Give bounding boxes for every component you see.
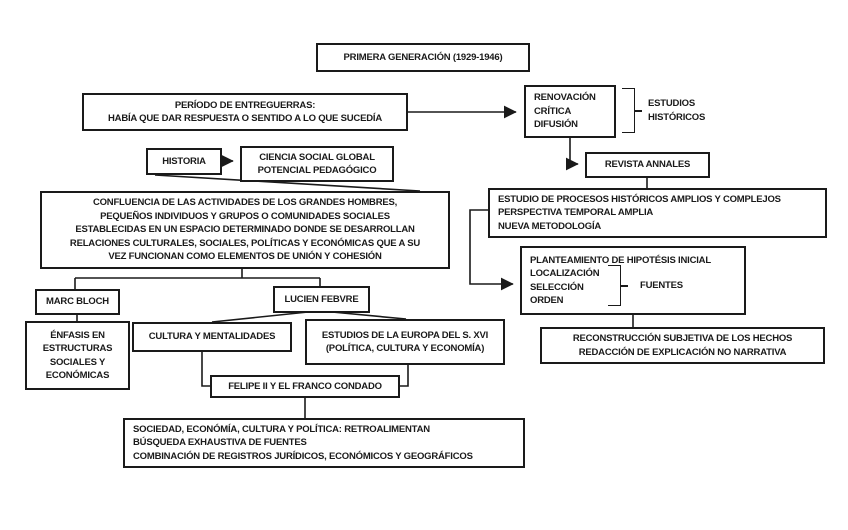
node-renovacion-critica-difusion: RENOVACIÓN CRÍTICA DIFUSIÓN	[524, 85, 616, 138]
node-confluencia: CONFLUENCIA DE LAS ACTIVIDADES DE LOS GR…	[40, 191, 450, 269]
node-estudios-europa: ESTUDIOS DE LA EUROPA DEL S. XVI (POLÍTI…	[305, 319, 505, 365]
fuentes-bracket-tick	[620, 285, 628, 287]
node-cultura-mentalidades: CULTURA Y MENTALIDADES	[132, 322, 292, 352]
text-line: ESTUDIOS	[648, 98, 695, 109]
node-planteamiento: PLANTEAMIENTO DE HIPOTÉSIS INICIAL LOCAL…	[520, 246, 746, 315]
node-lucien-febvre: LUCIEN FEBVRE	[273, 286, 370, 313]
text-line: LOCALIZACIÓN	[530, 268, 600, 279]
node-enfasis-estructuras: ÉNFASIS EN ESTRUCTURAS SOCIALES Y ECONÓM…	[25, 321, 130, 390]
text-line: REDACCIÓN DE EXPLICACIÓN NO NARRATIVA	[578, 346, 787, 358]
connector-lucien-cultura	[211, 311, 309, 323]
text-line: HISTORIA	[162, 155, 206, 167]
connector-europa-felipe	[399, 364, 409, 387]
text-line: FELIPE II Y EL FRANCO CONDADO	[228, 380, 382, 392]
node-estudio-procesos: ESTUDIO DE PROCESOS HISTÓRICOS AMPLIOS Y…	[488, 188, 827, 238]
text-line: ESTUDIOS DE LA EUROPA DEL S. XVI	[321, 329, 489, 341]
text-line: REVISTA ANNALES	[604, 159, 691, 171]
estudios-historicos-bracket-tick	[634, 110, 642, 112]
text-line: PERSPECTIVA TEMPORAL AMPLIA	[498, 207, 654, 219]
text-line: SELECCIÓN	[530, 281, 584, 293]
node-revista-annales: REVISTA ANNALES	[585, 152, 710, 178]
text-line: CIENCIA SOCIAL GLOBAL	[259, 151, 375, 163]
connector-renovacion-revista	[566, 137, 579, 171]
text-line: CRÍTICA	[534, 105, 572, 117]
node-title-text: PRIMERA GENERACIÓN (1929-1946)	[343, 51, 503, 63]
label-estudios-historicos: ESTUDIOS HISTÓRICOS	[648, 97, 705, 124]
node-ciencia-social: CIENCIA SOCIAL GLOBAL POTENCIAL PEDAGÓGI…	[240, 146, 394, 182]
node-felipe-ii: FELIPE II Y EL FRANCO CONDADO	[210, 375, 400, 398]
node-periodo-entreguerras: PERÍODO DE ENTREGUERRAS: HABÍA QUE DAR R…	[82, 93, 408, 131]
text-line: LUCIEN FEBVRE	[284, 293, 359, 305]
label-fuentes: FUENTES	[640, 280, 683, 291]
text-line: CULTURA Y MENTALIDADES	[148, 331, 276, 343]
text-line: PERÍODO DE ENTREGUERRAS:	[174, 99, 316, 111]
text-line: BÚSQUEDA EXHAUSTIVA DE FUENTES	[133, 437, 307, 449]
text-line: ÉNFASIS EN	[50, 329, 105, 341]
text-line: HISTÓRICOS	[648, 111, 706, 123]
text-line: DIFUSIÓN	[534, 119, 578, 131]
text-line: ESTRUCTURAS	[42, 343, 113, 354]
node-primera-generacion: PRIMERA GENERACIÓN (1929-1946)	[316, 43, 530, 72]
text-line: ORDEN	[530, 295, 564, 306]
text-line: NUEVA METODOLOGÍA	[498, 220, 602, 232]
node-historia: HISTORIA	[146, 148, 222, 175]
text-line: PEQUEÑOS INDIVIDUOS Y GRUPOS O COMUNIDAD…	[100, 210, 390, 222]
text-line: (POLÍTICA, CULTURA Y ECONOMÍA)	[325, 343, 485, 354]
node-reconstruccion: RECONSTRUCCIÓN SUBJETIVA DE LOS HECHOS R…	[540, 327, 825, 364]
text-line: CONFLUENCIA DE LAS ACTIVIDADES DE LOS GR…	[92, 197, 398, 209]
text-line: ECONÓMICAS	[45, 370, 110, 381]
text-line: ESTUDIO DE PROCESOS HISTÓRICOS AMPLIOS Y…	[498, 193, 781, 205]
text-line: SOCIEDAD, ECONÓMÍA, CULTURA Y POLÍTICA: …	[133, 423, 430, 435]
text-line: POTENCIAL PEDAGÓGICO	[257, 165, 377, 176]
node-marc-bloch: MARC BLOCH	[35, 289, 120, 315]
text-line: ESTABLECIDAS EN UN ESPACIO DETERMINADO D…	[75, 224, 415, 236]
text-line: COMBINACIÓN DE REGISTROS JURÍDICOS, ECON…	[133, 450, 473, 462]
text-line: HABÍA QUE DAR RESPUESTA O SENTIDO A LO Q…	[108, 113, 382, 124]
node-sociedad-economia: SOCIEDAD, ECONÓMÍA, CULTURA Y POLÍTICA: …	[123, 418, 525, 468]
text-line: RENOVACIÓN	[534, 92, 596, 104]
text-line: RECONSTRUCCIÓN SUBJETIVA DE LOS HECHOS	[572, 333, 793, 344]
text-line: RELACIONES CULTURALES, SOCIALES, POLÍTIC…	[69, 237, 421, 249]
text-line: VEZ FUNCIONAN COMO ELEMENTOS DE UNIÓN Y …	[108, 251, 382, 263]
text-line: SOCIALES Y	[49, 356, 106, 368]
connector-lucien-europa	[331, 311, 407, 320]
text-line: MARC BLOCH	[46, 296, 109, 308]
text-line: PLANTEAMIENTO DE HIPOTÉSIS INICIAL	[530, 254, 711, 266]
